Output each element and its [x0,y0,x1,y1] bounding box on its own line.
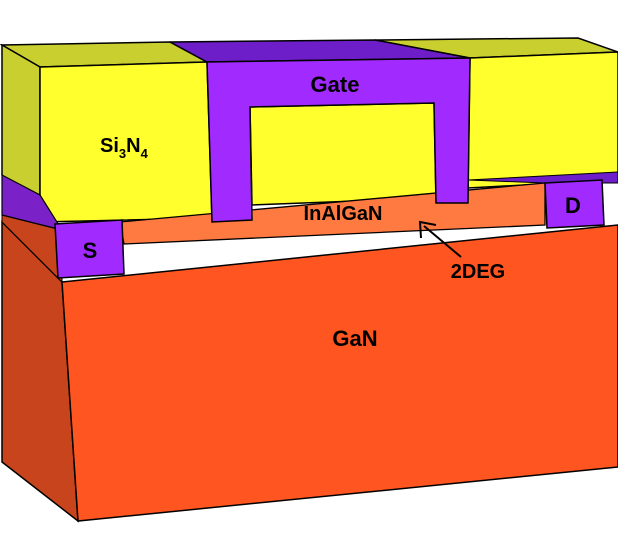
gate-label: Gate [311,72,360,97]
source-label: S [83,238,98,263]
2deg-label: 2DEG [451,261,505,283]
si3n4-label: Si3N4 [100,135,149,161]
drain-label: D [565,193,581,218]
nitride-right-front-face [467,51,618,189]
gate-front-face [206,57,471,223]
drain-contact [544,179,605,229]
gan-label: GaN [332,326,377,351]
barrier-label: InAlGaN [304,203,383,225]
2deg-arrow-line [423,225,462,258]
source-contact [54,219,125,279]
nitride-center-front-face [249,102,437,206]
drain-top-face [467,171,618,184]
gan-front-face [61,224,618,522]
2deg-arrow-head [418,220,437,239]
